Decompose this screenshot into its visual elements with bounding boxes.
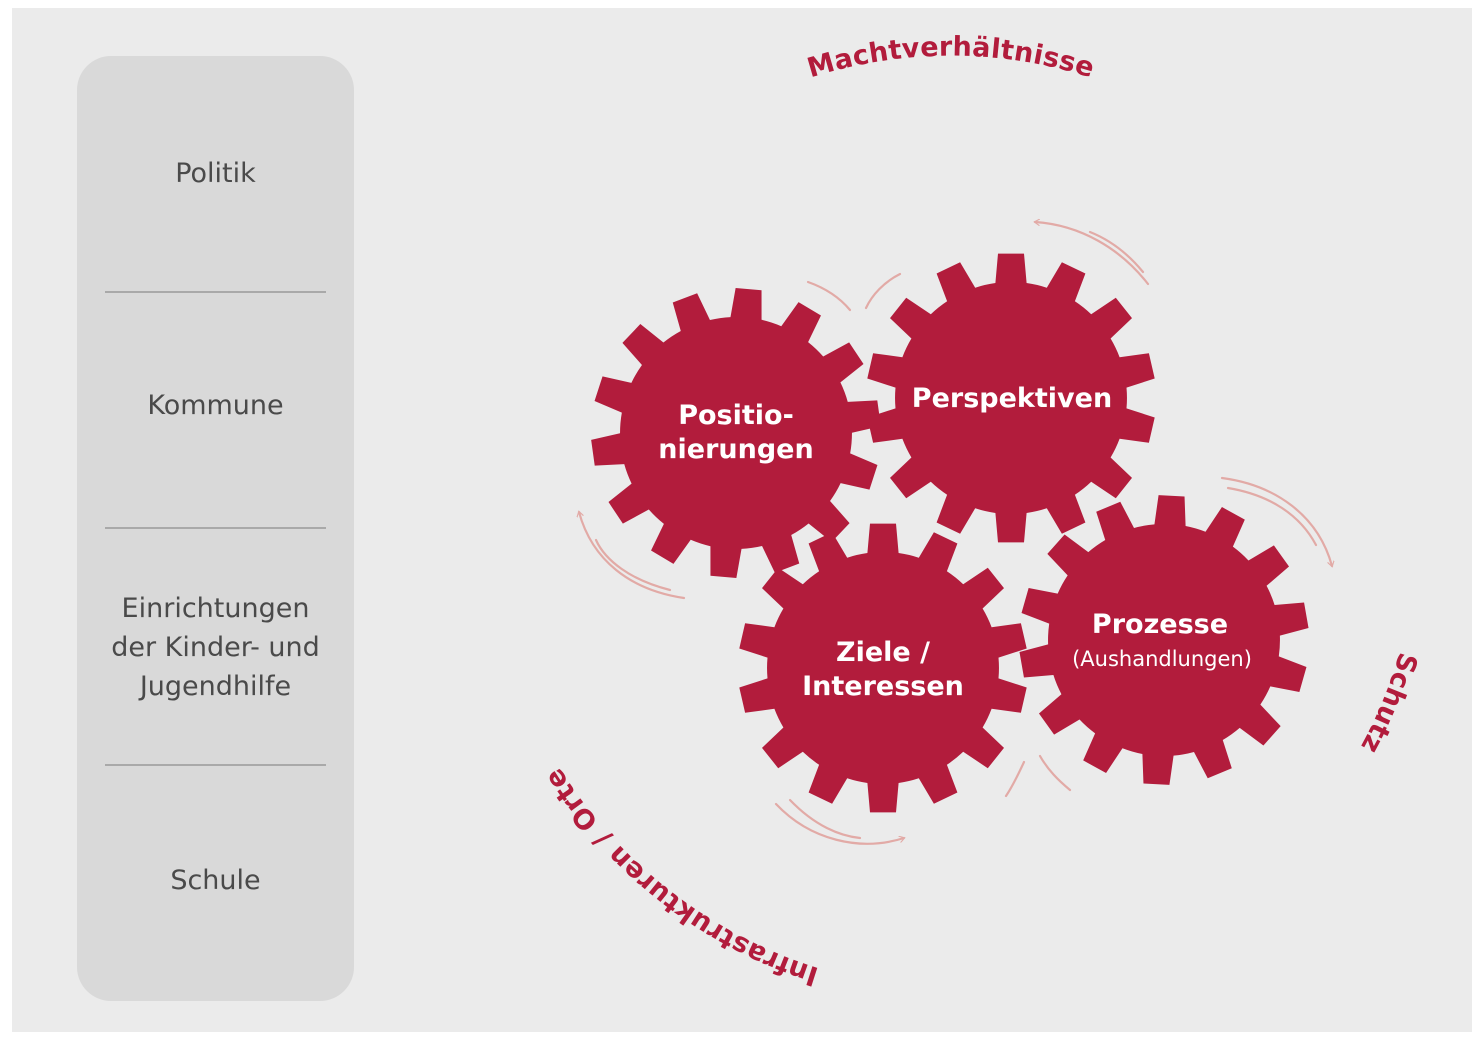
rotation-arrow-icon xyxy=(1226,486,1318,547)
level-einrichtungen: Einrichtungen der Kinder- und Jugendhilf… xyxy=(111,593,320,702)
level-divider xyxy=(105,527,326,529)
ring-label-machtverhaeltnisse: Machtverhältnisse xyxy=(804,32,1098,85)
level-divider xyxy=(105,764,326,766)
rotation-arrow-icon xyxy=(579,512,686,600)
rotation-arrow-icon xyxy=(1035,222,1150,286)
gear-positionierungen-label-1: Positio- xyxy=(678,400,794,431)
level-divider xyxy=(105,291,326,293)
gear-ziele-label-2: Interessen xyxy=(802,671,964,702)
level-politik: Politik xyxy=(175,158,256,189)
rotation-arrow-icon xyxy=(864,272,902,310)
rotation-arrow-icon xyxy=(1004,760,1026,798)
gear-ziele-icon xyxy=(739,523,1027,813)
gear-prozesse-icon xyxy=(1019,495,1309,785)
gear-prozesse-label-1: Prozesse xyxy=(1092,609,1228,640)
gear-perspektiven-label: Perspektiven xyxy=(912,383,1112,414)
rotation-arrow-icon xyxy=(594,538,672,592)
rotation-arrow-icon xyxy=(1088,230,1145,274)
levels-panel: Politik Kommune Einrichtungen der Kinder… xyxy=(77,56,354,1001)
rotation-arrow-icon xyxy=(774,802,904,845)
gear-positionierungen-label-2: nierungen xyxy=(658,434,813,465)
rotation-arrow-icon xyxy=(788,798,862,840)
gear-perspektiven-icon xyxy=(867,253,1155,543)
ring-label-infrastrukturen: Infrastrukturen / Orte xyxy=(539,763,822,992)
gear-ziele-label-1: Ziele / xyxy=(836,637,930,668)
gear-positionierungen-icon xyxy=(591,288,881,578)
rotation-arrow-icon xyxy=(1220,476,1332,566)
rotation-arrow-icon xyxy=(1038,754,1072,792)
gear-prozesse-label-2: (Aushandlungen) xyxy=(1072,647,1252,671)
level-schule: Schule xyxy=(170,865,261,896)
ring-label-schutz: Schutz xyxy=(1354,649,1423,758)
level-kommune: Kommune xyxy=(147,390,284,421)
rotation-arrow-icon xyxy=(806,280,852,312)
rotation-arrows xyxy=(579,222,1332,845)
